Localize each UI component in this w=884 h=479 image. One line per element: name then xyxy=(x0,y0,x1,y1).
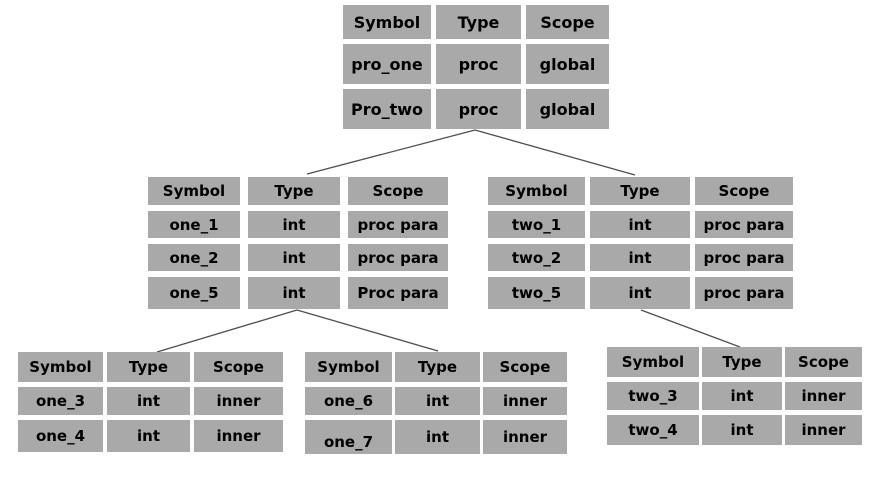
cell-type: int xyxy=(590,211,690,238)
proc-two-table: Symbol Type Scope two_1 int proc para tw… xyxy=(488,177,793,309)
cell-type: proc xyxy=(436,89,521,129)
header-type: Type xyxy=(248,177,340,205)
header-scope: Scope xyxy=(348,177,448,205)
cell-symbol: one_1 xyxy=(148,211,240,238)
cell-symbol: one_7 xyxy=(305,420,392,454)
header-scope: Scope xyxy=(785,347,862,377)
cell-type: int xyxy=(107,420,190,452)
header-scope: Scope xyxy=(526,5,609,39)
header-symbol: Symbol xyxy=(148,177,240,205)
cell-symbol: pro_one xyxy=(343,44,431,84)
header-scope: Scope xyxy=(483,352,567,382)
cell-type: int xyxy=(395,387,480,415)
header-symbol: Symbol xyxy=(343,5,431,39)
cell-symbol: Pro_two xyxy=(343,89,431,129)
header-scope: Scope xyxy=(695,177,793,205)
cell-symbol: two_1 xyxy=(488,211,585,238)
cell-scope: Proc para xyxy=(348,277,448,309)
cell-symbol: one_4 xyxy=(18,420,103,452)
cell-type: int xyxy=(248,277,340,309)
cell-scope: inner xyxy=(483,387,567,415)
cell-scope: inner xyxy=(194,387,283,415)
one-inner-table-b: Symbol Type Scope one_6 int inner one_7 … xyxy=(305,352,567,454)
cell-type: int xyxy=(702,415,782,445)
header-symbol: Symbol xyxy=(488,177,585,205)
cell-scope: inner xyxy=(785,382,862,410)
cell-symbol: one_3 xyxy=(18,387,103,415)
global-scope-table: Symbol Type Scope pro_one proc global Pr… xyxy=(343,5,609,129)
connector-proc-one-to-inner-a xyxy=(156,309,298,353)
cell-type: int xyxy=(107,387,190,415)
cell-scope: inner xyxy=(194,420,283,452)
cell-scope: proc para xyxy=(695,277,793,309)
cell-symbol: two_2 xyxy=(488,244,585,271)
cell-type: proc xyxy=(436,44,521,84)
header-scope: Scope xyxy=(194,352,283,382)
header-type: Type xyxy=(107,352,190,382)
cell-symbol: one_2 xyxy=(148,244,240,271)
cell-type: int xyxy=(248,244,340,271)
header-type: Type xyxy=(590,177,690,205)
cell-scope: inner xyxy=(785,415,862,445)
cell-symbol: one_6 xyxy=(305,387,392,415)
proc-one-table: Symbol Type Scope one_1 int proc para on… xyxy=(148,177,448,309)
header-type: Type xyxy=(702,347,782,377)
cell-type: int xyxy=(590,277,690,309)
connector-proc-one-to-inner-b xyxy=(296,309,439,352)
connector-proc-two-to-inner xyxy=(640,309,741,348)
header-type: Type xyxy=(436,5,521,39)
cell-type: int xyxy=(590,244,690,271)
cell-symbol: two_4 xyxy=(607,415,699,445)
cell-type: int xyxy=(395,420,480,454)
header-symbol: Symbol xyxy=(305,352,392,382)
cell-scope: proc para xyxy=(348,244,448,271)
connector-global-to-proc-two xyxy=(474,129,636,176)
cell-symbol: one_5 xyxy=(148,277,240,309)
header-type: Type xyxy=(395,352,480,382)
cell-type: int xyxy=(248,211,340,238)
header-symbol: Symbol xyxy=(18,352,103,382)
cell-scope: proc para xyxy=(695,244,793,271)
cell-scope: global xyxy=(526,44,609,84)
two-inner-table: Symbol Type Scope two_3 int inner two_4 … xyxy=(607,347,862,445)
cell-scope: inner xyxy=(483,420,567,454)
cell-scope: global xyxy=(526,89,609,129)
header-symbol: Symbol xyxy=(607,347,699,377)
connector-global-to-proc-one xyxy=(306,129,476,175)
cell-scope: proc para xyxy=(695,211,793,238)
cell-symbol: two_3 xyxy=(607,382,699,410)
one-inner-table-a: Symbol Type Scope one_3 int inner one_4 … xyxy=(18,352,283,452)
cell-symbol: two_5 xyxy=(488,277,585,309)
cell-scope: proc para xyxy=(348,211,448,238)
cell-type: int xyxy=(702,382,782,410)
